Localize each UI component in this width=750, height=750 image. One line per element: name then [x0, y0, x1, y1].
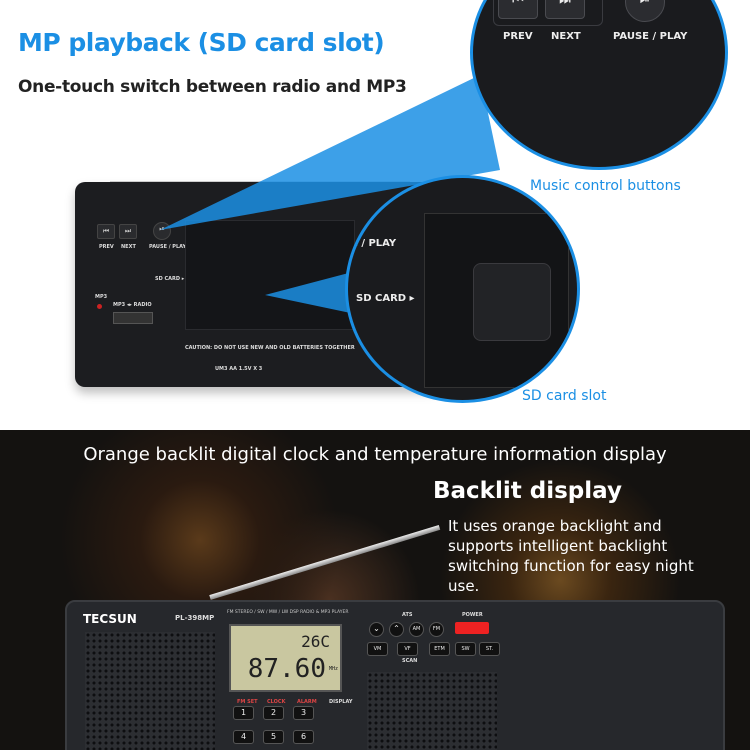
- backlit-title: Backlit display: [433, 478, 622, 504]
- key-6[interactable]: 6: [293, 730, 314, 744]
- frequency-unit: MHz: [328, 666, 338, 672]
- down-button[interactable]: ⌄: [369, 622, 384, 637]
- up-button[interactable]: ⌃: [389, 622, 404, 637]
- backlit-description: It uses orange backlight and supports in…: [448, 517, 694, 595]
- section-title: MP playback (SD card slot): [18, 28, 385, 57]
- prev-icon: ⏮: [97, 224, 115, 239]
- key-label-3: ALARM: [297, 699, 317, 705]
- model-label: PL-398MP: [175, 614, 215, 622]
- battery-bay: [185, 220, 355, 330]
- sd-card-text: SD CARD ▸: [356, 293, 415, 304]
- vf-button[interactable]: VF: [397, 642, 418, 656]
- next-button: ⏭: [545, 0, 585, 19]
- display-label: DISPLAY: [329, 699, 353, 705]
- callout-beams: [160, 75, 500, 315]
- mp3-indicator-label: MP3: [95, 294, 108, 300]
- beam-sd: [265, 270, 360, 315]
- mp3-radio-switch[interactable]: [113, 312, 153, 324]
- key-1[interactable]: 1: [233, 706, 254, 720]
- sd-card-label: SD CARD ▸: [155, 276, 185, 282]
- key-5[interactable]: 5: [263, 730, 284, 744]
- pause-play-text: PAUSE / PLAY: [613, 31, 688, 42]
- pause-play-icon: ⏯: [153, 222, 171, 240]
- pause-label: PAUSE / PLAY: [149, 244, 187, 250]
- next-label: NEXT: [121, 244, 136, 250]
- key-4[interactable]: 4: [233, 730, 254, 744]
- battery-text: UM3 AA 1.5V X 3: [215, 366, 263, 372]
- frequency: 87.60: [247, 654, 326, 684]
- temperature: 26C: [301, 632, 330, 651]
- lcd-display: 26C 87.60 MHz: [229, 624, 342, 692]
- fm-button[interactable]: FM: [429, 622, 444, 637]
- right-speaker: [367, 672, 497, 750]
- ats-label: ATS: [402, 612, 413, 618]
- next-text: NEXT: [551, 31, 581, 42]
- backlit-section: Orange backlit digital clock and tempera…: [0, 430, 750, 750]
- prev-text: PREV: [503, 31, 533, 42]
- caution-text: CAUTION: DO NOT USE NEW AND OLD BATTERIE…: [185, 345, 355, 351]
- key-label-1: FM SET: [237, 699, 258, 705]
- pause-play-button: ⏯: [625, 0, 665, 22]
- prev-button: ⏮: [498, 0, 538, 19]
- backlit-heading: Orange backlit digital clock and tempera…: [83, 444, 667, 465]
- music-callout: Music control buttons: [530, 178, 681, 194]
- section-subtitle: One-touch switch between radio and MP3: [18, 77, 407, 97]
- power-label: POWER: [462, 612, 483, 618]
- radio-front: TECSUN PL-398MP FM STEREO / SW / MW / LW…: [65, 600, 725, 750]
- key-2[interactable]: 2: [263, 706, 284, 720]
- vm-button[interactable]: VM: [367, 642, 388, 656]
- sd-card-slot: [473, 263, 551, 341]
- sd-callout: SD card slot: [522, 388, 607, 404]
- antenna: [209, 524, 441, 600]
- st-button[interactable]: ST.: [479, 642, 500, 656]
- pause-partial-text: E / PLAY: [351, 238, 397, 249]
- sw-button[interactable]: SW: [455, 642, 476, 656]
- mp3-section: MP playback (SD card slot) One-touch swi…: [18, 0, 728, 404]
- beam-music: [160, 75, 500, 230]
- am-button[interactable]: AM: [409, 622, 424, 637]
- brand-logo: TECSUN: [83, 612, 137, 626]
- switch-label: MP3 ◂▸ RADIO: [113, 302, 152, 308]
- next-icon: ⏭: [119, 224, 137, 239]
- etm-button[interactable]: ETM: [429, 642, 450, 656]
- key-label-2: CLOCK: [267, 699, 286, 705]
- power-button[interactable]: [455, 622, 489, 634]
- prev-label: PREV: [99, 244, 114, 250]
- band-text: FM STEREO / SW / MW / LW DSP RADIO & MP3…: [227, 610, 349, 615]
- sd-slot-zoom: E / PLAY SD CARD ▸: [345, 175, 580, 403]
- mp3-led: [97, 304, 102, 309]
- left-speaker: [85, 632, 215, 750]
- key-3[interactable]: 3: [293, 706, 314, 720]
- scan-label: SCAN: [402, 658, 418, 664]
